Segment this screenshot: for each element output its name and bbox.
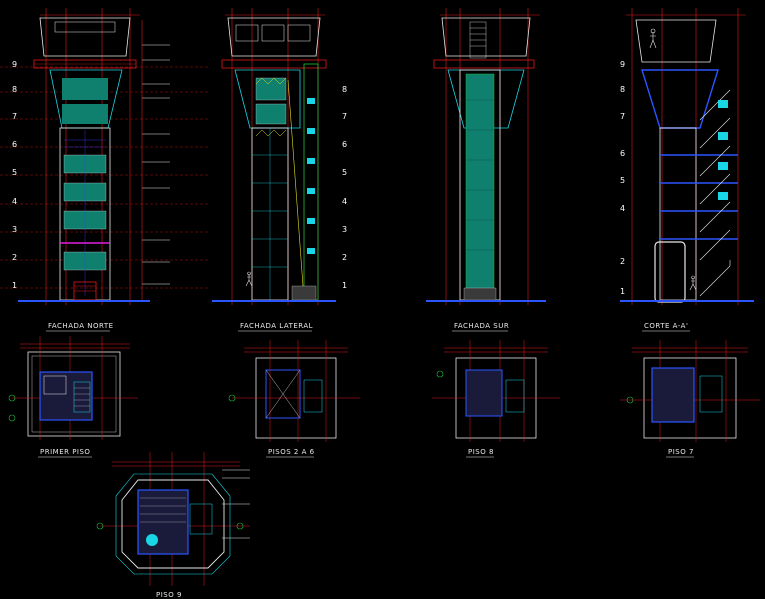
- level-2: 2: [342, 253, 347, 262]
- level-8: 8: [342, 85, 347, 94]
- level-9: 9: [12, 60, 17, 69]
- level-7: 7: [12, 112, 17, 121]
- level-5: 5: [620, 176, 625, 185]
- elevation-fachada-sur: FACHADA SUR: [426, 8, 546, 332]
- label-piso-9: PISO 9: [156, 591, 182, 599]
- label-piso-8: PISO 8: [468, 448, 494, 456]
- level-2: 2: [12, 253, 17, 262]
- label-fachada-lateral: FACHADA LATERAL: [240, 322, 313, 330]
- level-4: 4: [342, 197, 347, 206]
- level-1: 1: [12, 281, 17, 290]
- level-3: 3: [342, 225, 347, 234]
- elevation-corte: CORTE A-A': [620, 8, 754, 332]
- level-6: 6: [342, 140, 347, 149]
- label-corte: CORTE A-A': [644, 322, 688, 330]
- plan-piso-7: PISO 7: [620, 340, 760, 458]
- plan-primer-piso: PRIMER PISO: [8, 336, 138, 458]
- level-numbers-left: 9 8 7 6 5 4 3 2 1: [12, 60, 17, 290]
- level-3: 3: [12, 225, 17, 234]
- level-6: 6: [620, 149, 625, 158]
- label-pisos-2-a-6: PISOS 2 A 6: [268, 448, 315, 456]
- plan-piso-9: PISO 9: [96, 452, 250, 599]
- level-7: 7: [620, 112, 625, 121]
- level-numbers-lateral: 8 7 6 5 4 3 2 1: [342, 85, 347, 290]
- level-9: 9: [620, 60, 625, 69]
- level-1: 1: [620, 287, 625, 296]
- elevation-fachada-lateral: FACHADA LATERAL: [212, 8, 336, 332]
- level-6: 6: [12, 140, 17, 149]
- level-4: 4: [620, 204, 625, 213]
- label-primer-piso: PRIMER PISO: [40, 448, 90, 456]
- plan-piso-8: PISO 8: [432, 340, 560, 458]
- label-fachada-sur: FACHADA SUR: [454, 322, 509, 330]
- level-8: 8: [620, 85, 625, 94]
- elevation-fachada-norte: FACHADA NORTE: [0, 8, 210, 332]
- level-5: 5: [12, 168, 17, 177]
- level-2: 2: [620, 257, 625, 266]
- plan-pisos-2-a-6: PISOS 2 A 6: [228, 340, 360, 458]
- label-fachada-norte: FACHADA NORTE: [48, 322, 114, 330]
- level-8: 8: [12, 85, 17, 94]
- level-numbers-right: 9 8 7 6 5 4 2 1: [620, 60, 625, 296]
- level-7: 7: [342, 112, 347, 121]
- level-4: 4: [12, 197, 17, 206]
- level-5: 5: [342, 168, 347, 177]
- label-piso-7: PISO 7: [668, 448, 694, 456]
- level-1: 1: [342, 281, 347, 290]
